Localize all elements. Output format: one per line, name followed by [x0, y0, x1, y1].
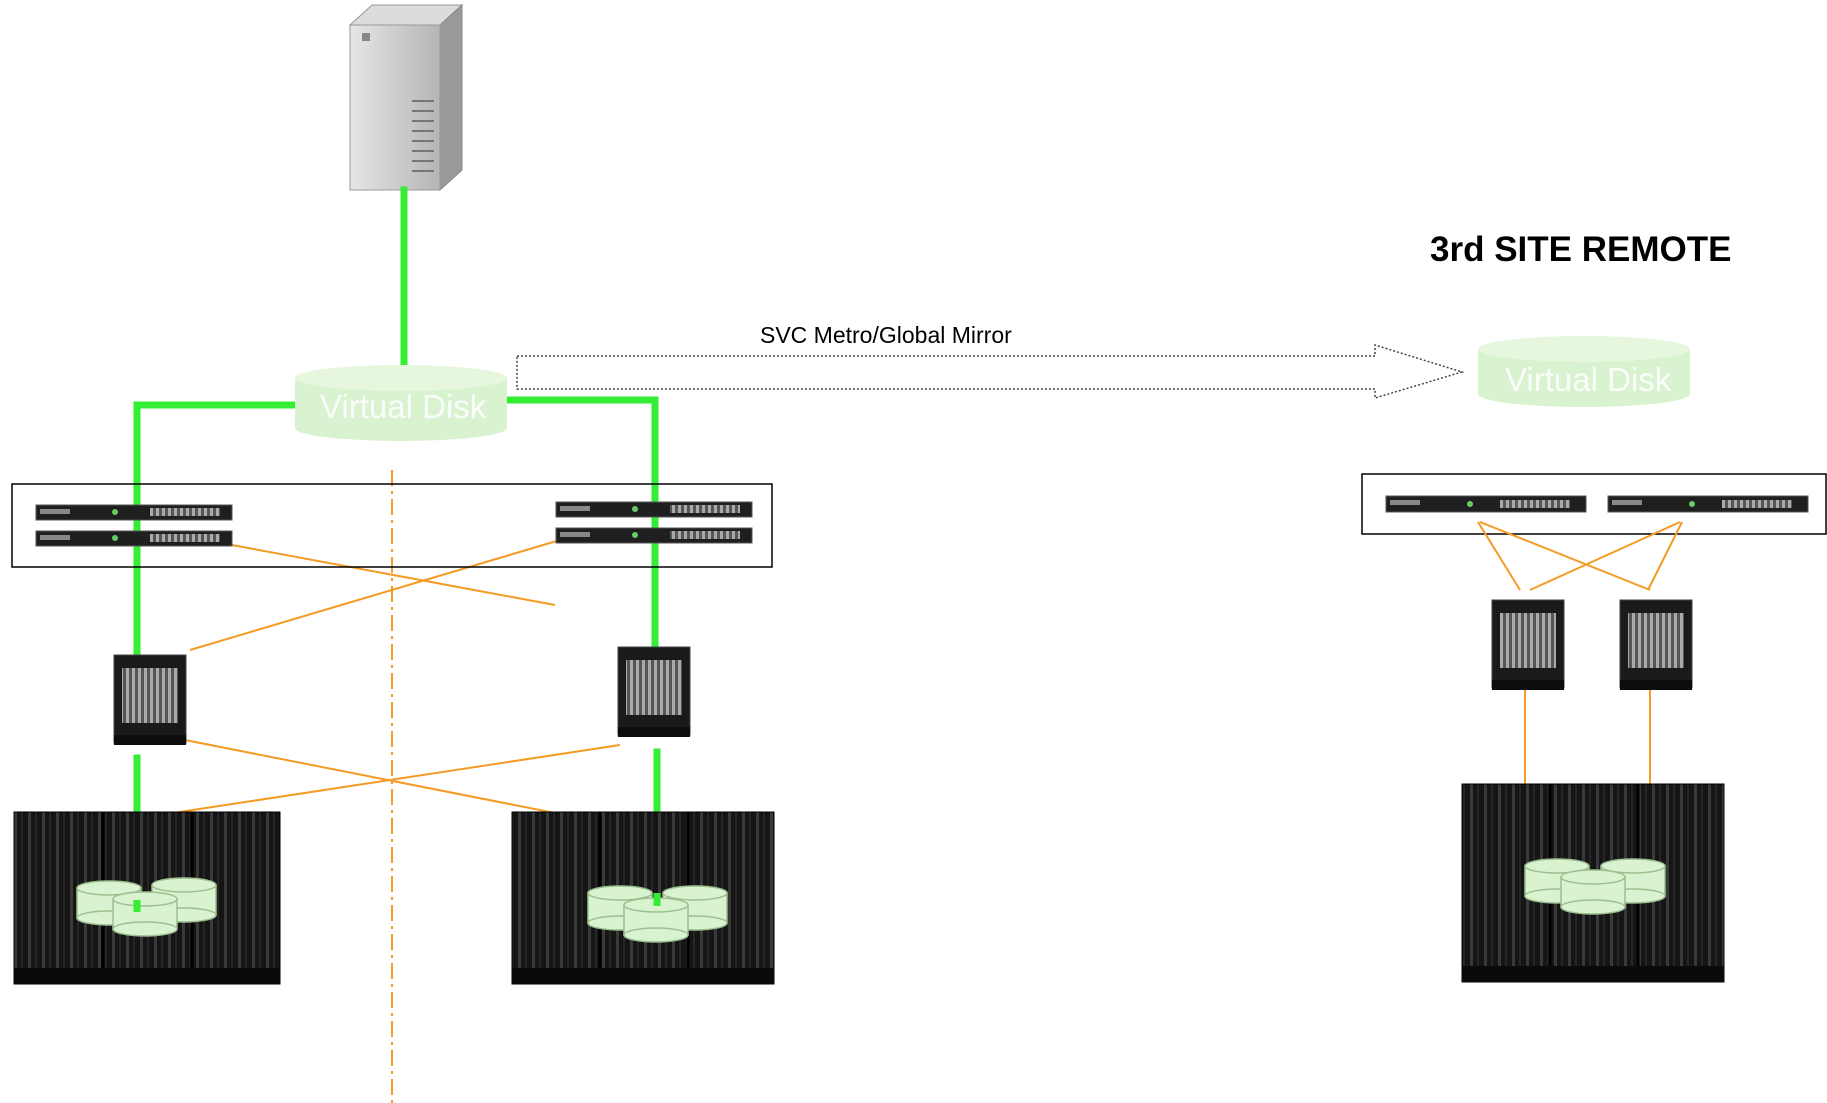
svc-node-icon	[35, 530, 233, 547]
mirror-arrow	[516, 343, 1465, 400]
server-tower-icon	[348, 3, 464, 192]
svc-cluster-main	[11, 483, 773, 568]
disk-group	[76, 877, 217, 937]
remote-site-title: 3rd SITE REMOTE	[1430, 230, 1732, 269]
disk-icon	[1560, 869, 1626, 915]
disk-group	[1524, 858, 1666, 915]
active-path	[133, 186, 661, 909]
disk-icon	[112, 891, 178, 937]
svc-node-icon	[555, 501, 753, 518]
active-path	[133, 893, 661, 912]
storage-array-icon	[511, 811, 775, 985]
san-switch-icon	[617, 646, 691, 737]
svc-node-icon	[1607, 495, 1809, 513]
san-switch-icon	[1619, 599, 1693, 690]
mirror-link-label: SVC Metro/Global Mirror	[760, 322, 1012, 348]
svc-node-icon	[555, 527, 753, 544]
san-switch-icon	[113, 654, 187, 745]
virtual-disk-label-main: Virtual Disk	[320, 388, 487, 425]
virtual-disk-label-remote: Virtual Disk	[1505, 361, 1672, 398]
svc-node-icon	[1385, 495, 1587, 513]
cross-links-remote	[1477, 521, 1683, 785]
svc-node-icon	[35, 504, 233, 521]
cross-links-main	[159, 539, 621, 816]
disk-group	[587, 885, 728, 943]
svc-cluster-remote	[1361, 473, 1827, 535]
san-switch-icon	[1491, 599, 1565, 690]
virtual-disk-main	[295, 365, 507, 441]
virtual-disk-remote	[1478, 336, 1690, 407]
